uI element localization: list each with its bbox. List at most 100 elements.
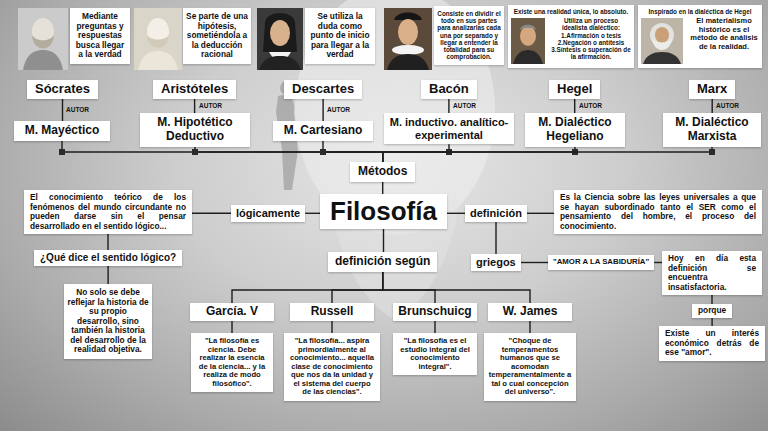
connector-line	[62, 99, 63, 121]
connector-line	[712, 99, 713, 113]
description-text: Se utiliza la duda como punto de inicio …	[308, 12, 372, 60]
portrait-part	[394, 13, 422, 21]
note-box: El conocimiento teórico de los fenómenos…	[24, 190, 192, 234]
edge-label: AUTOR	[579, 103, 602, 110]
connector-line	[107, 234, 108, 250]
connector-line	[711, 318, 712, 327]
connector-line	[447, 213, 465, 214]
connector-line	[383, 147, 712, 162]
question-text: ¿Qué dice el sentido lógico?	[40, 252, 176, 264]
note-text: Es la Ciencia sobre las leyes universale…	[560, 193, 756, 231]
description-text: Existe una realidad única, lo absoluto.	[511, 8, 631, 15]
connector-line	[529, 321, 530, 333]
relation-box: griegos	[471, 254, 521, 271]
note-text: No solo se debe reflejar la historia de …	[67, 288, 149, 355]
connector-line	[194, 99, 195, 113]
connector-line	[654, 262, 662, 263]
description-box: Mediante preguntas y respuestas busca ll…	[70, 8, 130, 64]
author-text: W. James	[491, 305, 569, 319]
description-text: Mediante preguntas y respuestas busca ll…	[73, 12, 127, 60]
author-name-text: Sócrates	[35, 82, 90, 97]
portrait-part	[259, 56, 301, 70]
portrait	[511, 18, 545, 64]
author-box: Brunschuicg	[393, 303, 477, 321]
author-name-text: Descartes	[292, 82, 354, 97]
connector-line	[495, 222, 496, 254]
description-box: Se parte de una hipótesis, sometiéndola …	[183, 8, 251, 64]
portrait-part	[270, 20, 290, 46]
portrait-part	[392, 45, 424, 55]
note-box: Existe un interés económico detrás de es…	[659, 326, 765, 361]
portrait	[18, 8, 68, 70]
quote-text: "La filosofía es el estudio integral del…	[397, 337, 473, 371]
portrait-part	[138, 51, 178, 70]
central-box: Filosofía	[320, 194, 447, 229]
relation-box: porque	[692, 304, 732, 318]
method-box: M. Hipotético Deductivo	[140, 113, 250, 147]
portrait-part	[263, 13, 297, 52]
connector-line	[527, 213, 554, 214]
quote-text: "La filosofía es ciencia. Debe realizar …	[195, 337, 269, 388]
author-name-box: Aristóteles	[153, 80, 236, 99]
connector-line	[231, 321, 232, 333]
phrase-text: "AMOR A LA SABIDURÍA"	[553, 258, 649, 267]
edge-label: AUTOR	[453, 103, 476, 110]
portrait-part	[520, 26, 536, 46]
connector-line	[305, 213, 320, 214]
relation-box: definición	[465, 205, 527, 222]
phrase-box: "AMOR A LA SABIDURÍA"	[548, 255, 654, 270]
portrait	[641, 18, 683, 64]
relation-box: lógicamente	[231, 205, 305, 222]
method-box: M. Mayéctico	[14, 121, 110, 141]
method-box: M. Dialéctico Marxista	[663, 113, 761, 147]
description-box: Se utiliza la duda como punto de inicio …	[305, 8, 375, 64]
description-box: Inspirado en la dialéctica de HegelEl ma…	[638, 5, 762, 68]
edge-label: AUTOR	[199, 103, 222, 110]
author-box: W. James	[488, 303, 572, 321]
author-name-box: Descartes	[284, 80, 362, 99]
connector-line	[521, 262, 548, 263]
relation-text: definición según	[335, 255, 430, 269]
relation-text: definición	[470, 207, 522, 220]
note-box: Hoy en día esta definición se encuentra …	[662, 251, 762, 295]
method-text: M. Mayéctico	[18, 124, 106, 138]
quote-box: "Choque de temperamentos humanos que se …	[484, 333, 576, 401]
portrait-part	[655, 27, 669, 43]
connector-line	[382, 182, 383, 194]
method-box: M. Cartesiano	[273, 121, 373, 141]
method-text: M. Hipotético Deductivo	[144, 116, 246, 144]
connector-line	[195, 147, 383, 162]
author-name-text: Hegel	[557, 82, 592, 97]
quote-text: "Choque de temperamentos humanos que se …	[488, 337, 572, 397]
author-name-box: Hegel	[549, 80, 600, 99]
author-box: Russell	[290, 303, 374, 321]
portrait-part	[134, 8, 182, 70]
author-box: García. V	[190, 303, 274, 321]
connector-line	[383, 272, 435, 303]
hub-text: Métodos	[358, 165, 407, 179]
portrait-part	[18, 8, 68, 70]
method-box: M. inductivo. analítico-experimental	[384, 113, 514, 144]
connector-line	[383, 144, 449, 162]
connector-line	[323, 141, 383, 162]
description-box: Consiste en dividir el todo en sus parte…	[434, 6, 504, 65]
portrait	[384, 8, 432, 70]
note-box: No solo se debe reflejar la historia de …	[64, 284, 152, 359]
method-box: M. Dialéctico Hegeliano	[525, 113, 625, 147]
portrait	[257, 8, 303, 70]
connector-line	[383, 147, 575, 162]
connector-line	[383, 229, 384, 253]
quote-text: "La filosofía... aspira primordialmente …	[288, 337, 376, 397]
author-name-box: Marx	[689, 80, 735, 99]
connector-line	[232, 272, 383, 303]
description-text: Consiste en dividir el todo en sus parte…	[437, 10, 501, 61]
portrait-part	[32, 35, 54, 49]
connector-line	[711, 295, 712, 304]
edge-label: AUTOR	[327, 107, 350, 114]
author-name-text: Marx	[697, 82, 727, 97]
relation-box: definición según	[328, 252, 437, 272]
connector-line	[107, 266, 108, 285]
note-text: Existe un interés económico detrás de es…	[665, 329, 759, 358]
quote-box: "La filosofía es ciencia. Debe realizar …	[191, 333, 273, 392]
